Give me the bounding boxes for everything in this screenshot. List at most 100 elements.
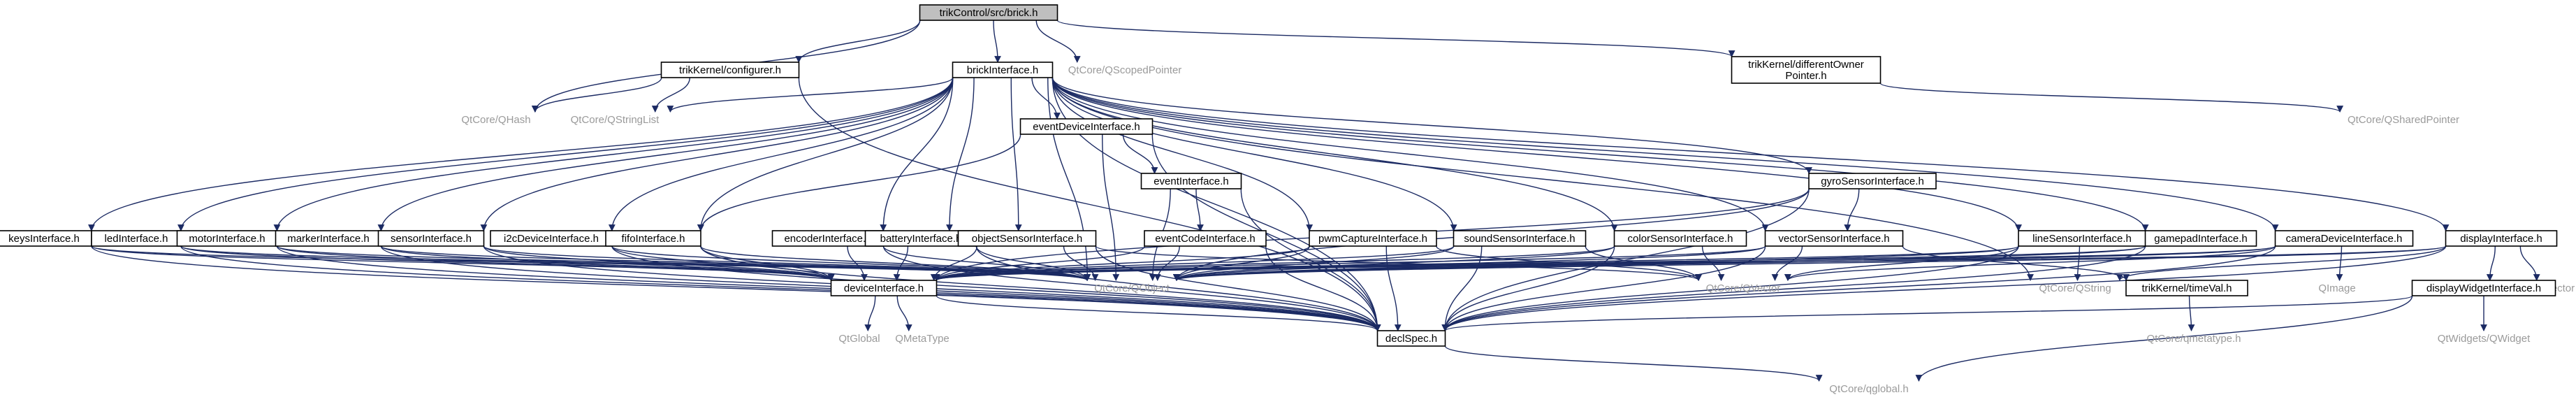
edge-sound-to-deviceIf [933, 245, 1455, 281]
edge-brickIf-to-sensor [480, 77, 954, 231]
node-box [377, 230, 485, 247]
node-pwmCapture[interactable]: pwmCaptureInterface.h [1309, 230, 1437, 247]
node-motor[interactable]: motorInterface.h [176, 230, 278, 247]
edge-battery-to-declSpec [975, 245, 1381, 331]
edge-brickIf-to-i2c [609, 77, 954, 231]
node-vector[interactable]: vectorSensorInterface.h [1764, 230, 1904, 247]
node-dispWidget[interactable]: displayWidgetInterface.h [2411, 280, 2556, 296]
nodes-layer: trikControl/src/brick.h trikKernel/config… [0, 4, 2575, 395]
node-label: QtCore/QObject [1094, 282, 1170, 294]
node-deviceIf[interactable]: deviceInterface.h [830, 280, 938, 296]
node-i2c[interactable]: i2cDeviceInterface.h [490, 230, 613, 247]
edge-lineS-to-qstring [2074, 245, 2081, 281]
node-brick[interactable]: trikControl/src/brick.h [919, 4, 1058, 21]
node-battery[interactable]: batteryInterface.h [864, 230, 977, 247]
node-configurer[interactable]: trikKernel/configurer.h [660, 62, 800, 78]
node-box [2144, 230, 2257, 247]
node-gyro[interactable]: gyroSensorInterface.h [1808, 173, 1937, 189]
node-label: QtWidgets/QWidget [2438, 333, 2531, 345]
node-label: encoderInterface.h [784, 233, 871, 245]
node-encoder[interactable]: encoderInterface.h [771, 230, 885, 247]
node-display[interactable]: displayInterface.h [2445, 230, 2558, 247]
edge-camera-to-qimage [2336, 245, 2343, 281]
node-box [1764, 230, 1904, 247]
edge-brickIf-to-keys [88, 77, 954, 231]
node-box [1309, 230, 1437, 247]
node-marker[interactable]: markerInterface.h [275, 230, 382, 247]
edge-battery-to-qobject [975, 245, 1091, 281]
edge-fifo-to-deviceIf [700, 245, 835, 281]
edge-fifo-to-declSpec [700, 245, 1381, 331]
node-eventDev[interactable]: eventDeviceInterface.h [1019, 118, 1154, 135]
edge-eventIf-to-eventCode [1195, 188, 1204, 231]
edge-configurer-to-qhash [531, 77, 662, 113]
node-qscoped: QtCore/QScopedPointer [1068, 64, 1182, 76]
node-eventIf[interactable]: eventInterface.h [1140, 173, 1242, 189]
node-sound[interactable]: soundSensorInterface.h [1453, 230, 1587, 247]
edge-objSensor-to-qobject [1063, 245, 1099, 281]
edge-keys-to-declSpec [91, 245, 1381, 331]
node-eventCode[interactable]: eventCodeInterface.h [1144, 230, 1267, 247]
node-declSpec[interactable]: declSpec.h [1376, 330, 1446, 347]
node-label: cameraDeviceInterface.h [2286, 233, 2403, 245]
node-qmetatype: QMetaType [895, 333, 949, 345]
edge-declSpec-to-qglobalH [1444, 345, 1823, 382]
node-lineS[interactable]: lineSensorInterface.h [2018, 230, 2146, 247]
node-label: i2cDeviceInterface.h [504, 233, 599, 245]
node-label: lineSensorInterface.h [2032, 233, 2132, 245]
edge-marker-to-qobject [380, 245, 1091, 281]
edge-brickIf-to-qstringlist [667, 77, 954, 113]
node-qstring: QtCore/QString [2039, 282, 2111, 294]
node-gamepad[interactable]: gamepadInterface.h [2144, 230, 2257, 247]
node-timeVal[interactable]: trikKernel/timeVal.h [2125, 280, 2248, 296]
node-label: objectSensorInterface.h [972, 233, 1082, 245]
edge-gyro-to-declSpec [1441, 188, 1810, 331]
node-label: pwmCaptureInterface.h [1318, 233, 1427, 245]
edge-led-to-deviceIf [180, 245, 835, 281]
node-brickIf[interactable]: brickInterface.h [952, 62, 1054, 78]
edge-sensor-to-deviceIf [483, 245, 835, 281]
node-label: QtGlobal [838, 333, 880, 345]
node-keys[interactable]: keysInterface.h [0, 230, 92, 247]
node-qmetatypeH: QtCore/qmetatype.h [2146, 333, 2241, 345]
node-colorS[interactable]: colorSensorInterface.h [1613, 230, 1747, 247]
node-box [957, 230, 1097, 247]
node-box [1144, 230, 1267, 247]
node-label: soundSensorInterface.h [1464, 233, 1575, 245]
edge-brickIf-to-led [177, 77, 954, 231]
edge-configurer-to-qstringlist [651, 77, 690, 113]
node-qhash: QtCore/QHash [461, 114, 530, 126]
node-label: keysInterface.h [8, 233, 80, 245]
edge-timeVal-to-qmetatypeH [2188, 295, 2195, 331]
node-label: trikKernel/differentOwner [1748, 59, 1864, 71]
node-sensor[interactable]: sensorInterface.h [377, 230, 485, 247]
edge-configurer-to-declSpec [798, 77, 1381, 331]
node-qimage: QImage [2318, 282, 2355, 294]
edge-brickIf-to-pwmCapture [1051, 77, 1314, 231]
node-box [1808, 173, 1937, 189]
node-label: QtCore/qmetatype.h [2146, 333, 2241, 345]
node-camera[interactable]: cameraDeviceInterface.h [2274, 230, 2414, 247]
node-led[interactable]: ledInterface.h [91, 230, 182, 247]
edge-keys-to-qobject [91, 245, 1091, 281]
node-label: gyroSensorInterface.h [1821, 175, 1924, 187]
node-label: gamepadInterface.h [2154, 233, 2247, 245]
node-box [1376, 330, 1446, 347]
edge-motor-to-declSpec [276, 245, 1381, 331]
edge-i2c-to-deviceIf [611, 245, 835, 281]
node-fifo[interactable]: fifoInterface.h [605, 230, 701, 247]
node-label: trikKernel/configurer.h [679, 64, 781, 76]
node-label: batteryInterface.h [880, 233, 962, 245]
node-box [1019, 118, 1154, 135]
node-label: deviceInterface.h [844, 282, 924, 294]
edge-brickIf-to-lineS [1051, 77, 2022, 231]
node-qvector: QtCore/QVector [1706, 282, 1781, 294]
edge-pwmCapture-to-declSpec [1385, 245, 1402, 331]
node-label: declSpec.h [1385, 333, 1437, 345]
node-qshared: QtCore/QSharedPointer [2348, 114, 2459, 126]
node-box [660, 62, 800, 78]
edge-encoder-to-qobject [882, 245, 1091, 281]
node-qglobalH: QtCore/qglobal.h [1829, 383, 1908, 395]
node-objSensor[interactable]: objectSensorInterface.h [957, 230, 1097, 247]
